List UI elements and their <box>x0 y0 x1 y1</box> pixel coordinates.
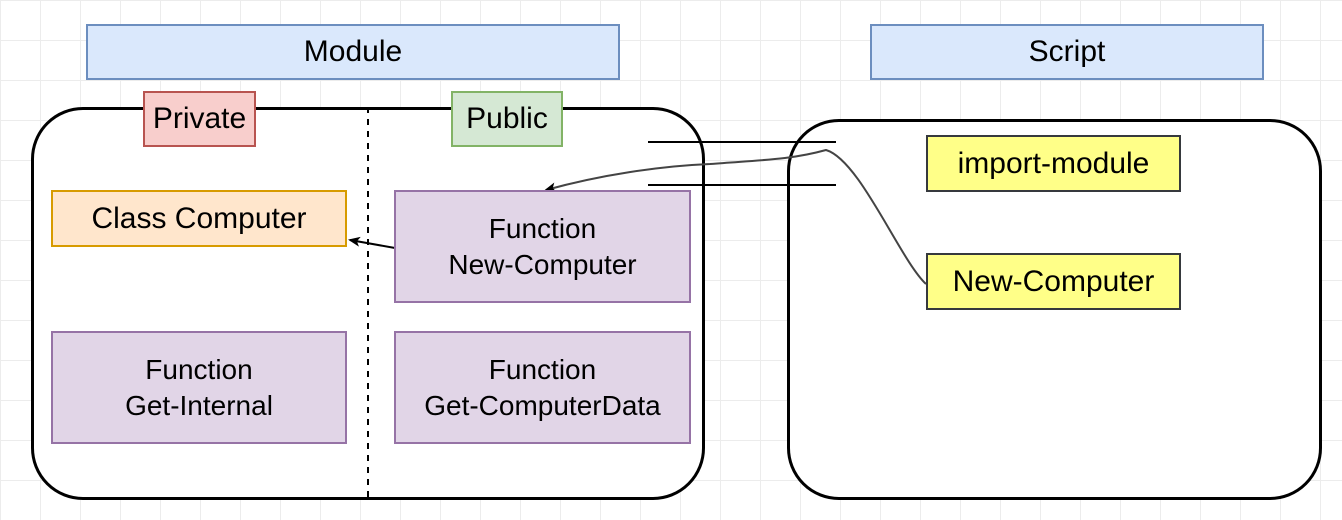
private-label: Private <box>143 91 256 147</box>
import-module-box: import-module <box>926 135 1181 192</box>
class-computer-box: Class Computer <box>51 190 347 247</box>
module-title: Module <box>303 35 403 68</box>
public-label: Public <box>451 91 563 147</box>
script-to-module-connector <box>544 148 927 285</box>
script-title: Script <box>1028 35 1106 68</box>
class-computer-text: Class Computer <box>91 201 307 235</box>
script-header: Script <box>870 24 1264 80</box>
function-get-internal-line1: Function <box>145 353 253 385</box>
script-new-computer-text: New-Computer <box>952 264 1155 298</box>
function-to-class-arrow <box>348 236 396 249</box>
function-get-internal-box: Function Get-Internal <box>51 331 347 444</box>
function-get-computerdata-line1: Function <box>488 353 597 385</box>
module-header: Module <box>86 24 620 80</box>
script-new-computer-box: New-Computer <box>926 253 1181 310</box>
public-label-text: Public <box>466 102 548 135</box>
function-new-computer-line1: Function <box>488 212 597 244</box>
function-new-computer-line2: New-Computer <box>448 248 637 280</box>
private-label-text: Private <box>152 102 247 135</box>
function-get-computerdata-line2: Get-ComputerData <box>424 389 661 421</box>
import-module-text: import-module <box>957 146 1150 180</box>
function-new-computer-box: Function New-Computer <box>394 190 691 303</box>
function-get-internal-line2: Get-Internal <box>125 389 273 421</box>
function-get-computerdata-box: Function Get-ComputerData <box>394 331 691 444</box>
